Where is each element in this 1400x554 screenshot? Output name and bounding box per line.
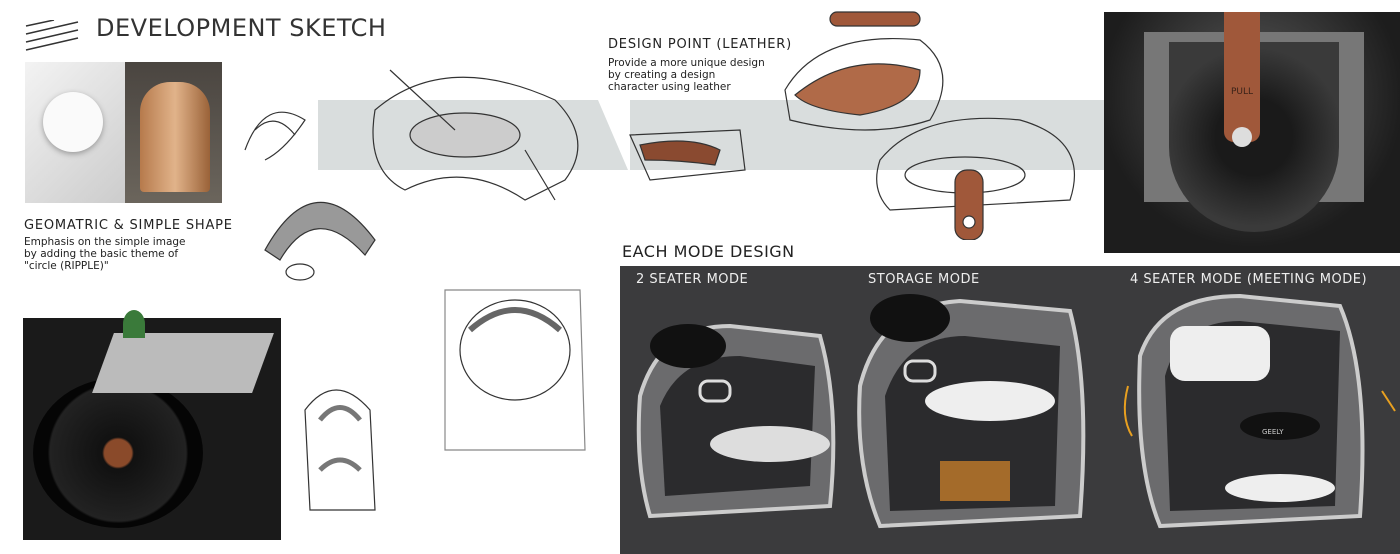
product-photo-white xyxy=(25,62,125,203)
concept-text: Emphasis on the simple image by adding t… xyxy=(24,236,186,272)
page-title: DEVELOPMENT SKETCH xyxy=(96,14,387,42)
design-point-line: character using leather xyxy=(608,81,731,93)
concept-line: "circle (RIPPLE)" xyxy=(24,260,109,272)
strap-label: PULL xyxy=(1224,12,1260,142)
design-point-heading: DESIGN POINT (LEATHER) xyxy=(608,37,792,52)
leather-strap-photo: PULL xyxy=(1104,12,1400,253)
leather-sketches xyxy=(629,11,1075,240)
design-point-line: Provide a more unique design xyxy=(608,57,765,69)
design-point-line: by creating a design xyxy=(608,69,716,81)
turntable-render xyxy=(23,310,281,540)
mode-label-4-seater: 4 SEATER MODE (MEETING MODE) xyxy=(1130,272,1368,287)
mode-label-2-seater: 2 SEATER MODE xyxy=(636,272,749,287)
sketches-center xyxy=(244,69,586,511)
design-point-text: Provide a more unique design by creating… xyxy=(608,57,765,93)
product-photo-ripple xyxy=(125,62,222,203)
brand-mark: GEELY xyxy=(1262,428,1284,436)
concept-line: Emphasis on the simple image xyxy=(24,236,186,248)
concept-line: by adding the basic theme of xyxy=(24,248,179,260)
concept-heading: GEOMATRIC & SIMPLE SHAPE xyxy=(24,218,233,233)
logo-icon xyxy=(25,20,79,51)
render-2-seater xyxy=(636,323,836,519)
mode-renders xyxy=(636,293,1396,529)
render-storage xyxy=(857,294,1086,529)
mode-label-storage: STORAGE MODE xyxy=(868,272,980,287)
modes-heading: EACH MODE DESIGN xyxy=(622,242,795,261)
render-4-seater xyxy=(1123,293,1396,529)
